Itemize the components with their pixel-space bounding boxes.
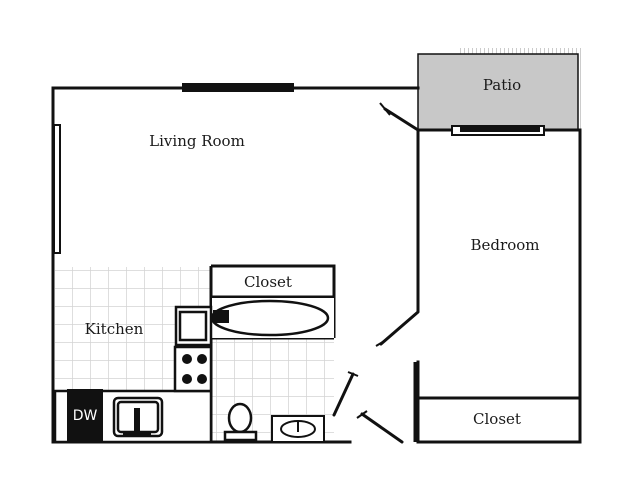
patio-area (417, 53, 579, 131)
bath-door (332, 372, 355, 417)
bedroom-closet-walls (413, 362, 580, 442)
dishwasher (67, 389, 103, 441)
stove (173, 345, 213, 393)
bedroom-label: Bedroom (471, 236, 540, 254)
kitchen-faucet-handle (123, 432, 151, 436)
bathtub-basin (210, 299, 330, 337)
window-bedroom-inner (460, 127, 540, 132)
bathtub-faucet (213, 310, 229, 323)
kitchen-faucet (134, 408, 140, 434)
kitchen-label: Kitchen (85, 320, 144, 338)
toilet (223, 402, 258, 442)
window-left (53, 124, 61, 254)
bath-closet-label: Closet (244, 273, 292, 291)
patio-door (383, 107, 420, 132)
patio-label: Patio (483, 76, 521, 94)
patio-deck-edge (459, 48, 582, 54)
dishwasher-label: DW (73, 408, 98, 424)
entry-door (360, 412, 404, 444)
stove-burners (182, 354, 207, 384)
window-top (182, 83, 294, 92)
doors (332, 107, 420, 444)
bath-sink (271, 415, 325, 443)
living-room-label: Living Room (149, 132, 245, 150)
bedroom-door (379, 310, 420, 346)
refrigerator (174, 305, 213, 347)
bedroom-closet-label: Closet (473, 410, 521, 428)
patio-side-edge (577, 54, 582, 130)
door-hinges (347, 102, 391, 419)
